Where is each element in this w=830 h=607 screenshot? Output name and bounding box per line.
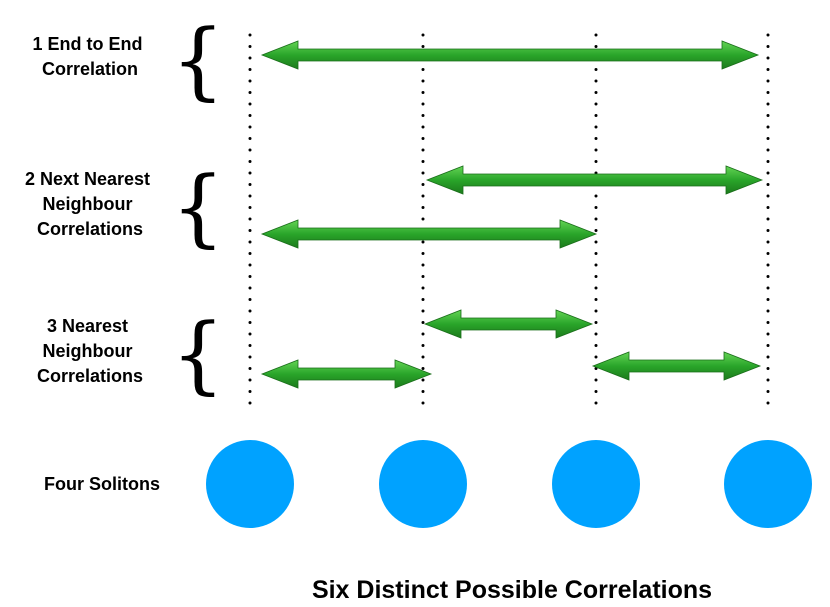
diagram-title: Six Distinct Possible Correlations bbox=[312, 576, 712, 604]
group-label-nearest: 3 Nearest Neighbour Correlations bbox=[37, 316, 143, 386]
group-label-next-nearest: 2 Next Nearest Neighbour Correlations bbox=[25, 169, 155, 239]
group-label-line: 1 End to End bbox=[32, 34, 142, 54]
arrow-nearest-middle bbox=[423, 309, 594, 339]
group-label-line: Correlations bbox=[37, 219, 143, 239]
arrow-next-nearest-upper bbox=[425, 165, 764, 195]
group-label-line: Correlations bbox=[37, 366, 143, 386]
group-label-end-to-end: 1 End to End Correlation bbox=[32, 34, 147, 79]
arrow-end-to-end bbox=[260, 40, 760, 70]
soliton-1 bbox=[206, 440, 294, 528]
soliton-4 bbox=[724, 440, 812, 528]
soliton-3 bbox=[552, 440, 640, 528]
arrow-nearest-right bbox=[591, 351, 762, 381]
guide-lines bbox=[248, 33, 770, 407]
group-label-line: Correlation bbox=[42, 59, 138, 79]
group-label-line: Neighbour bbox=[42, 341, 132, 361]
group-label-line: Neighbour bbox=[42, 194, 132, 214]
brace-icon: { bbox=[171, 158, 224, 256]
arrow-next-nearest-lower bbox=[260, 219, 598, 249]
arrow-nearest-left bbox=[260, 359, 433, 389]
correlation-arrows bbox=[260, 40, 764, 389]
brace-icon: { bbox=[171, 305, 224, 403]
solitons-label: Four Solitons bbox=[44, 474, 160, 494]
brace-icon: { bbox=[171, 11, 224, 109]
solitons bbox=[206, 440, 812, 528]
group-label-line: 3 Nearest bbox=[47, 316, 128, 336]
group-label-line: 2 Next Nearest bbox=[25, 169, 150, 189]
soliton-2 bbox=[379, 440, 467, 528]
